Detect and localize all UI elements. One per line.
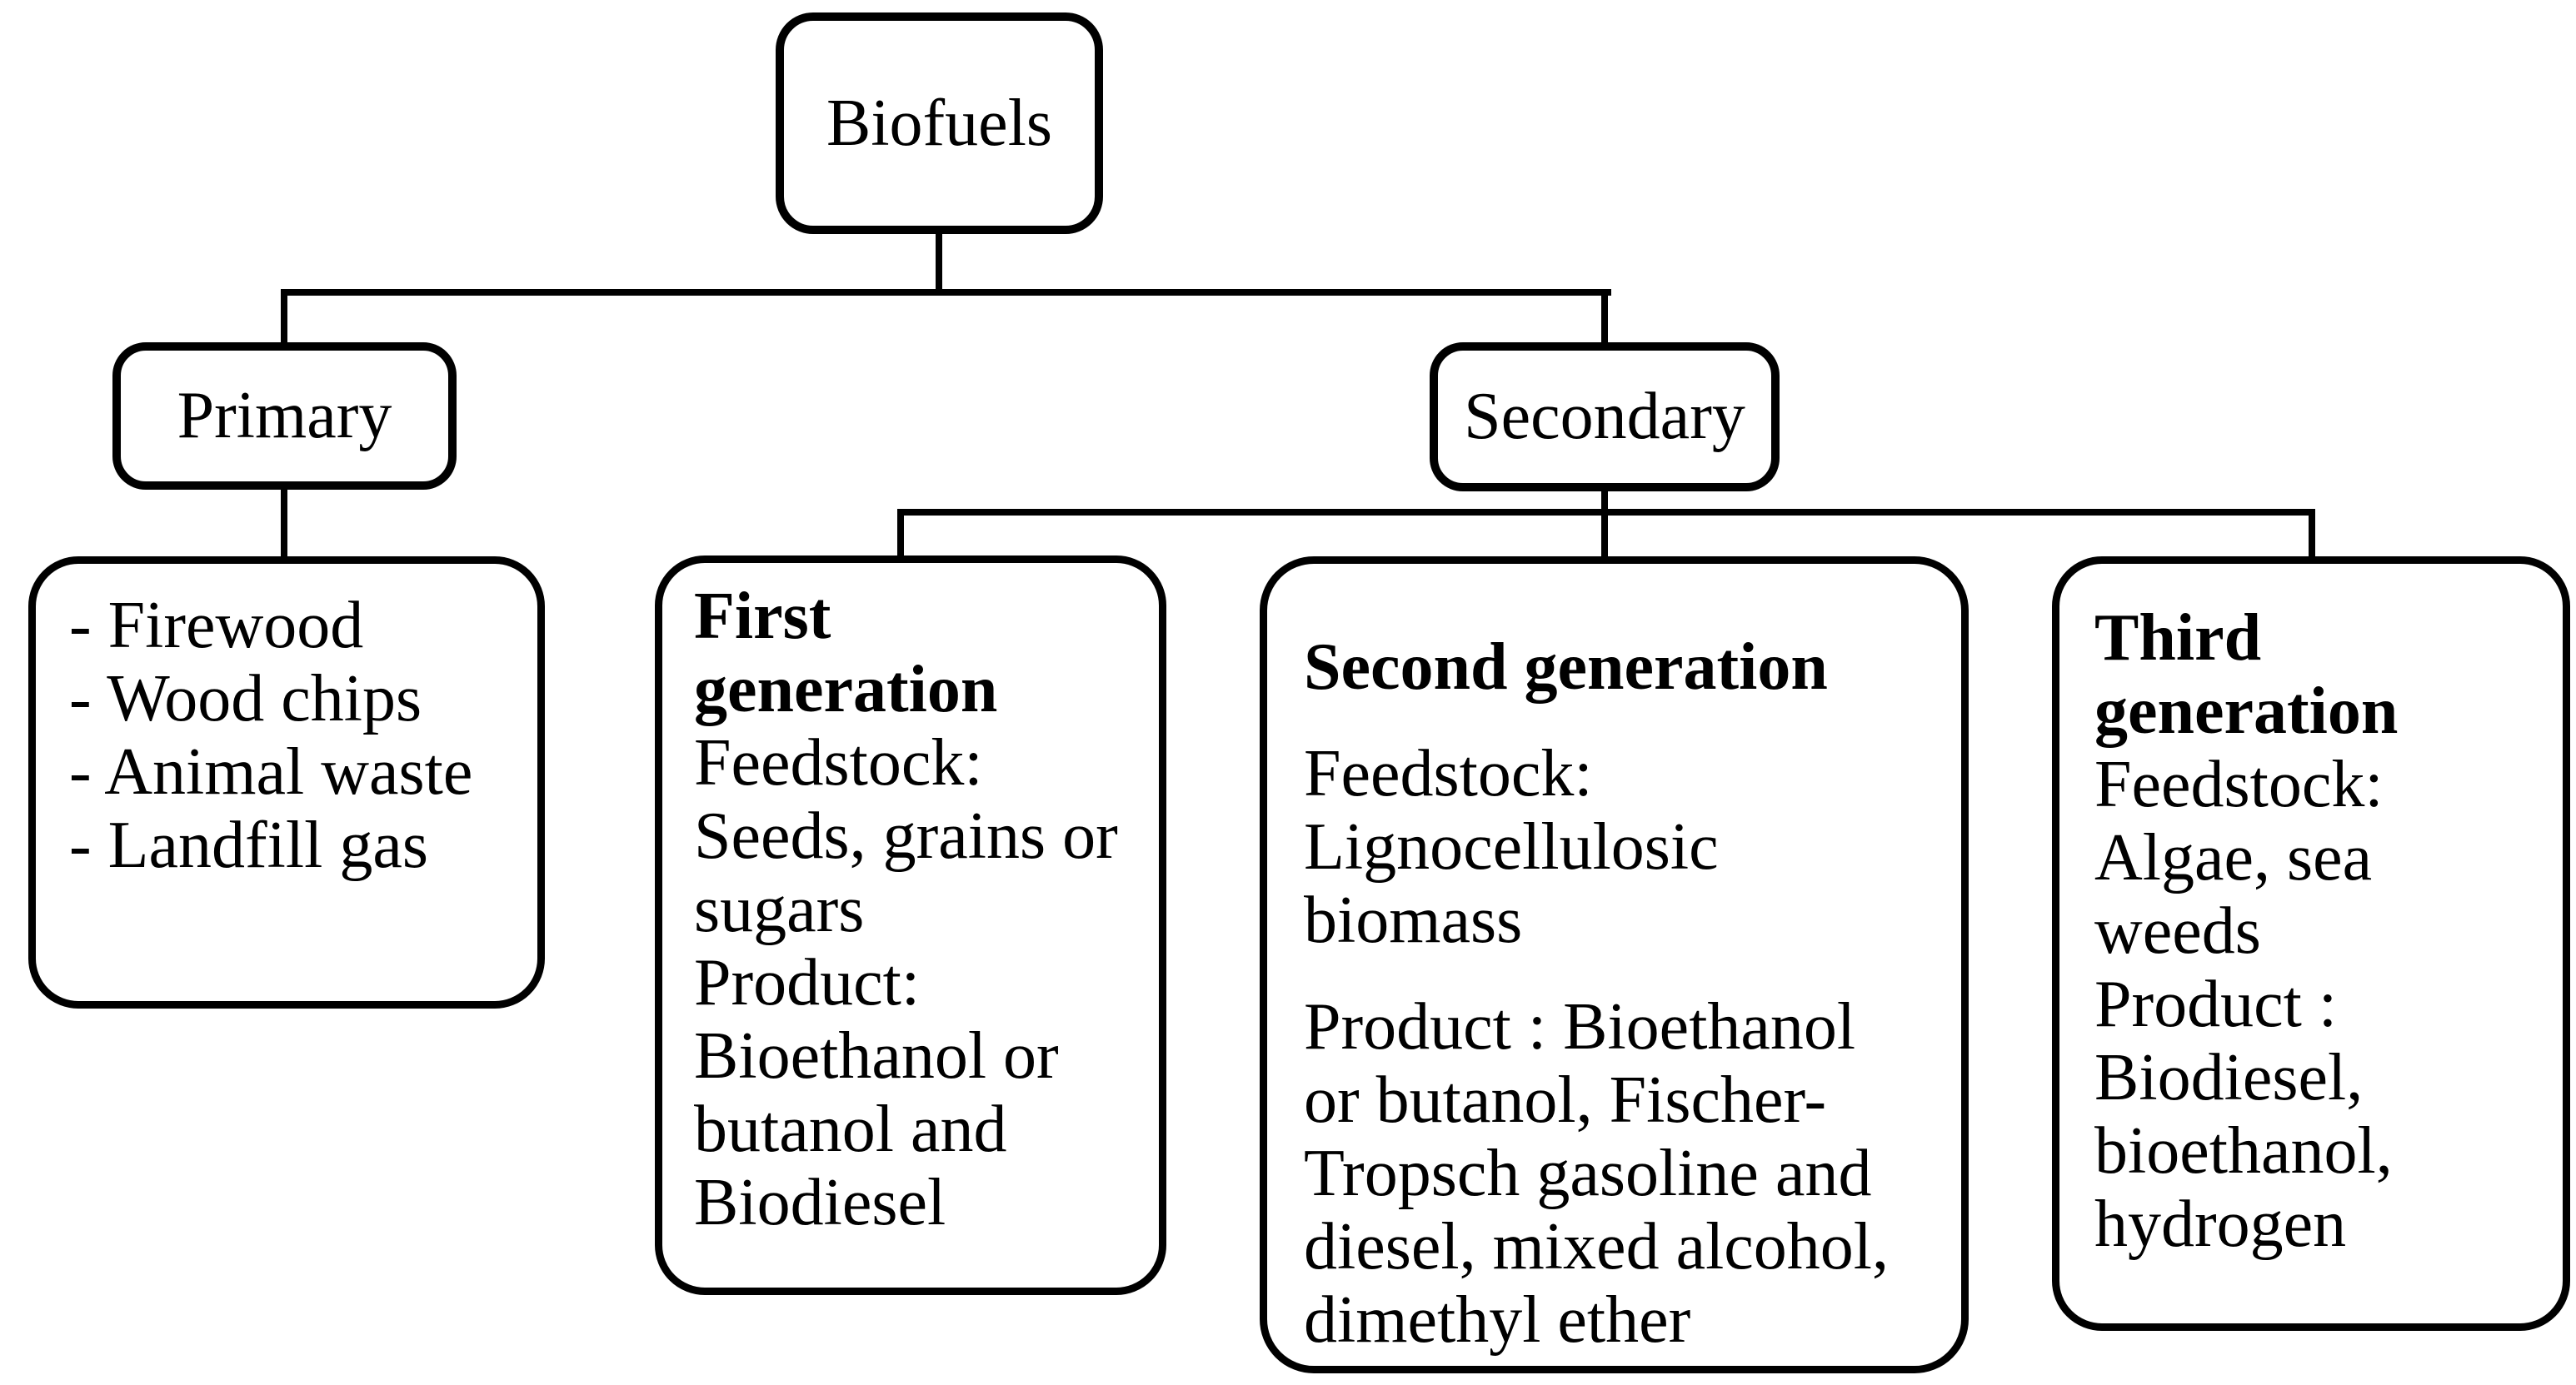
node-primary-label: Primary bbox=[177, 379, 392, 452]
node-third-generation: Third generation Feedstock: Algae, sea w… bbox=[2052, 556, 2570, 1331]
node-primary: Primary bbox=[112, 342, 457, 490]
third-generation-title: Third generation bbox=[2094, 601, 2399, 748]
first-generation-title: First generation bbox=[694, 580, 998, 726]
connector-primary-vertical bbox=[281, 289, 287, 352]
node-biofuels: Biofuels bbox=[776, 12, 1103, 234]
connector-top-horizontal bbox=[283, 289, 1611, 296]
connector-root-vertical bbox=[936, 227, 942, 296]
third-generation-feedstock: Feedstock: Algae, sea weeds bbox=[2094, 748, 2384, 968]
list-item-animal-waste: - Animal waste bbox=[69, 735, 473, 809]
second-generation-feedstock: Feedstock: Lignocellulosic biomass bbox=[1304, 737, 1719, 957]
node-second-generation: Second generation Feedstock: Lignocellul… bbox=[1260, 556, 1969, 1373]
list-item-wood-chips: - Wood chips bbox=[69, 662, 422, 735]
list-item-firewood: - Firewood bbox=[69, 589, 364, 662]
connector-third-gen-vertical bbox=[2309, 509, 2315, 567]
node-secondary: Secondary bbox=[1430, 342, 1780, 491]
node-primary-sources: - Firewood - Wood chips - Animal waste -… bbox=[28, 556, 545, 1009]
connector-bottom-horizontal bbox=[897, 509, 2315, 516]
first-generation-feedstock: Feedstock: Seeds, grains or sugars bbox=[694, 726, 1118, 946]
node-first-generation: First generation Feedstock: Seeds, grain… bbox=[655, 555, 1166, 1295]
connector-secondary-vertical bbox=[1601, 289, 1608, 352]
second-generation-title: Second generation bbox=[1304, 630, 1828, 704]
second-generation-product: Product : Bioethanol or butanol, Fischer… bbox=[1304, 990, 1890, 1357]
connector-primary-list-vertical bbox=[281, 486, 287, 566]
list-item-landfill-gas: - Landfill gas bbox=[69, 809, 428, 882]
node-biofuels-label: Biofuels bbox=[826, 86, 1053, 160]
node-secondary-label: Secondary bbox=[1464, 380, 1745, 453]
first-generation-product: Product: Bioethanol or butanol and Biodi… bbox=[694, 946, 1059, 1239]
third-generation-product: Product : Biodiesel, bioethanol, hydroge… bbox=[2094, 968, 2393, 1261]
connector-first-gen-vertical bbox=[897, 509, 904, 567]
connector-secondary-drop-vertical bbox=[1601, 488, 1608, 565]
